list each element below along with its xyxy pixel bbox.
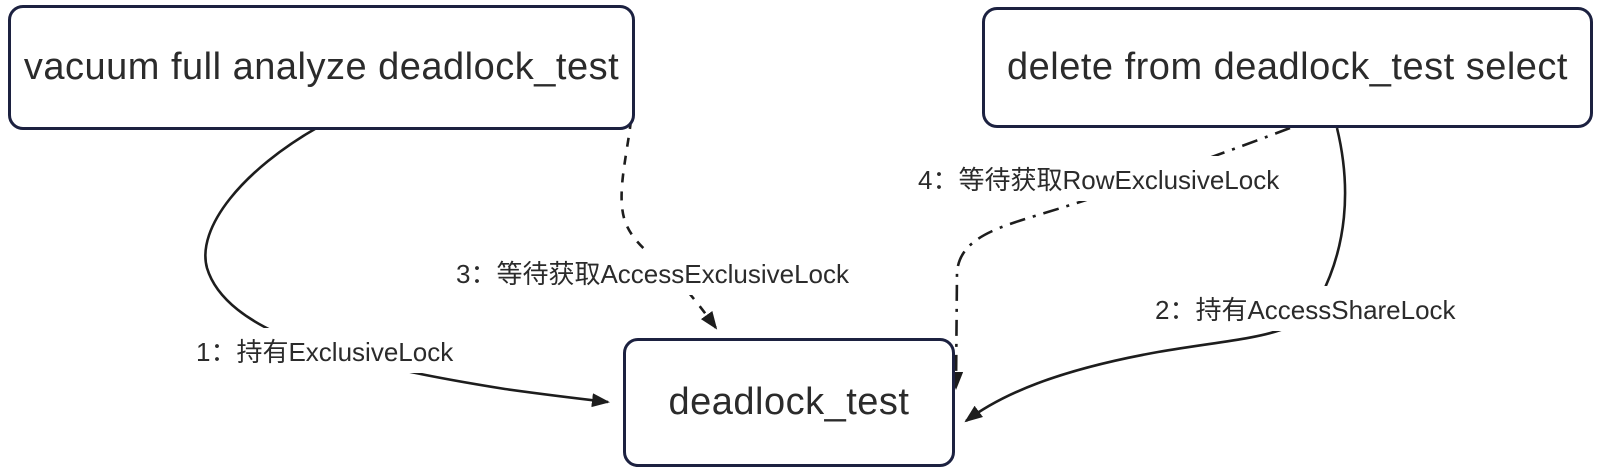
node-vacuum-label: vacuum full analyze deadlock_test (23, 46, 620, 88)
edge-label-waiting-accessexclusivelock: 3：等待获取AccessExclusiveLock (450, 250, 855, 295)
edge-label-waiting-rowexclusivelock: 4：等待获取RowExclusiveLock (912, 156, 1286, 201)
edge-2-holds-accesssharelock (964, 127, 1347, 423)
node-deadlock-test-table: deadlock_test (623, 338, 955, 467)
node-delete-from-select: delete from deadlock_test select (982, 7, 1593, 128)
edge-label-holds-accesssharelock: 2：持有AccessShareLock (1149, 286, 1462, 331)
node-table-label: deadlock_test (668, 381, 910, 423)
node-vacuum-full-analyze: vacuum full analyze deadlock_test (8, 5, 635, 130)
node-delete-label: delete from deadlock_test select (1007, 46, 1568, 88)
edge-label-holds-exclusivelock: 1：持有ExclusiveLock (190, 328, 460, 373)
edge-3-waiting-accessexclusivelock (620, 119, 718, 330)
